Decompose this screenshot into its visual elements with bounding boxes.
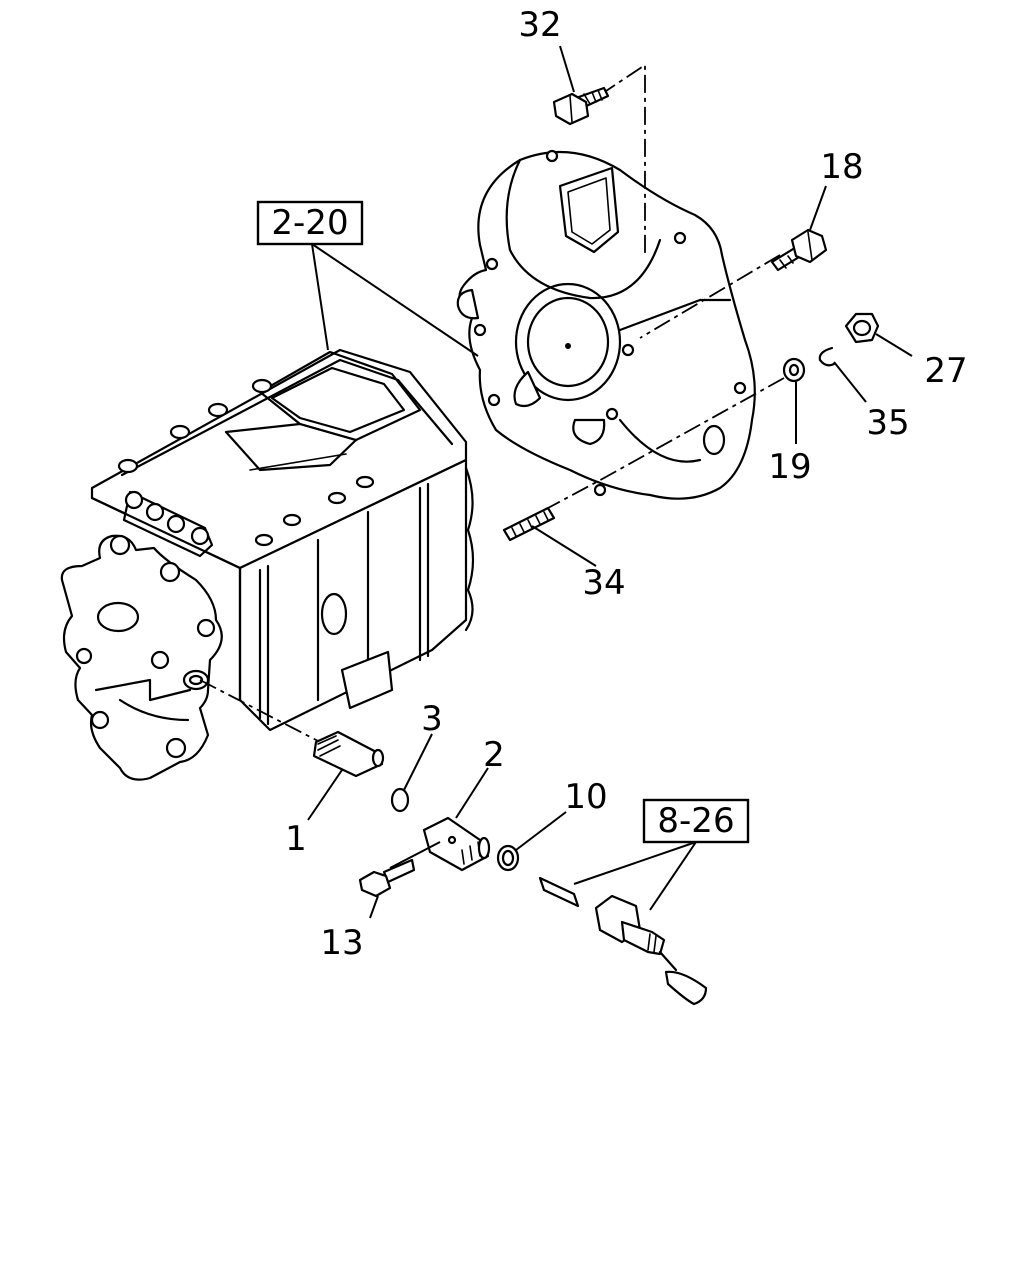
callout-34: 34 xyxy=(582,563,625,603)
spring-washer-35 xyxy=(818,346,836,367)
sleeve-2 xyxy=(422,816,491,872)
seal-10 xyxy=(496,844,520,872)
washer-19 xyxy=(782,357,806,383)
callout-18: 18 xyxy=(820,147,863,187)
reference-8-26-label: 8-26 xyxy=(657,801,734,841)
leader-lines xyxy=(307,45,913,919)
clutch-housing xyxy=(456,149,756,500)
callout-32: 32 xyxy=(518,5,561,45)
callout-10: 10 xyxy=(564,777,607,817)
callout-numbers: 32 18 27 35 19 34 3 2 10 1 13 xyxy=(285,5,967,963)
shaft-1 xyxy=(312,730,385,778)
bolt-32 xyxy=(552,86,610,126)
o-ring-3 xyxy=(390,787,410,813)
bolt-13 xyxy=(358,858,416,898)
stud-34 xyxy=(502,506,556,542)
bolt-18 xyxy=(770,228,828,272)
reference-8-26[interactable]: 8-26 xyxy=(642,798,750,844)
transmission-case xyxy=(60,348,475,781)
nut-27 xyxy=(844,312,880,344)
callout-2: 2 xyxy=(483,735,505,775)
pin-8-26 xyxy=(538,876,580,908)
callout-1: 1 xyxy=(285,819,307,859)
callout-13: 13 xyxy=(320,923,363,963)
lid-bolts xyxy=(117,378,375,547)
reference-2-20-label: 2-20 xyxy=(271,203,348,243)
assembly-lines xyxy=(199,63,785,743)
shift-rods xyxy=(122,490,214,558)
housing-bolt-holes xyxy=(473,149,747,497)
callout-3: 3 xyxy=(421,699,443,739)
callout-35: 35 xyxy=(866,403,909,443)
callout-19: 19 xyxy=(768,447,811,487)
sensor-8-26 xyxy=(594,894,708,1006)
reference-2-20[interactable]: 2-20 xyxy=(256,200,364,246)
callout-27: 27 xyxy=(924,351,967,391)
